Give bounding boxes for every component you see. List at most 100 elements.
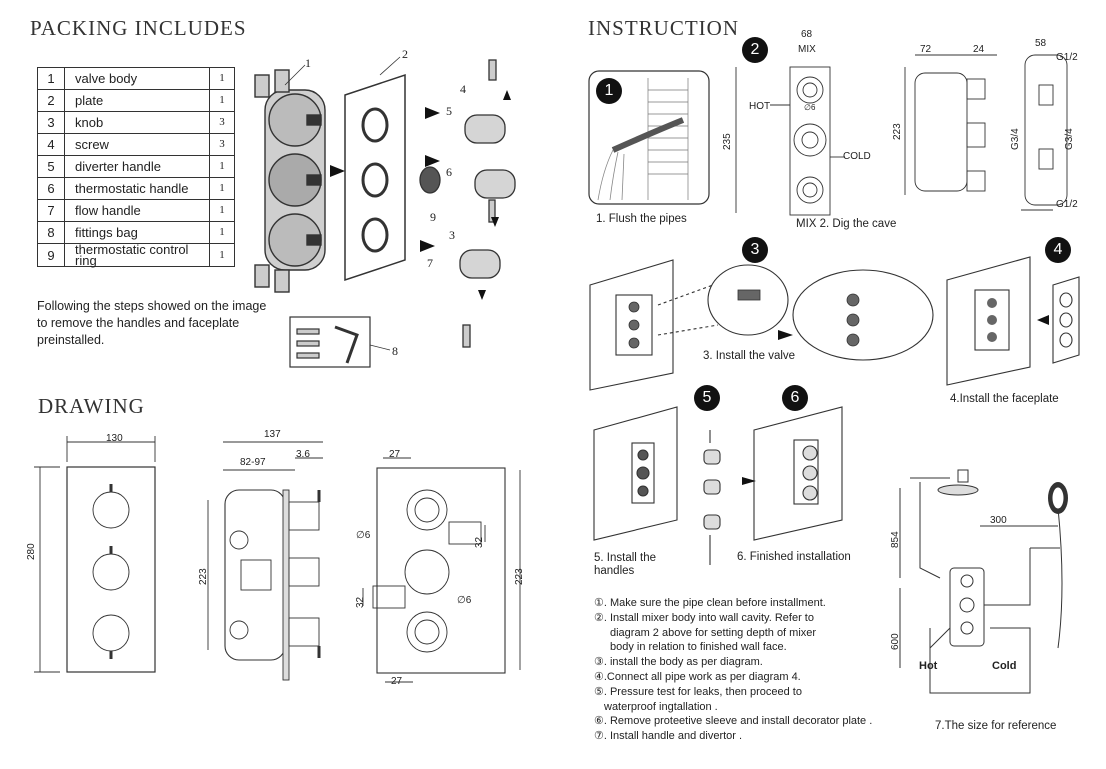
dim-27-bottom: 27 (391, 676, 403, 687)
packing-row-number: 2 (37, 89, 65, 112)
d2-72: 72 (920, 44, 932, 55)
drawing-title: DRAWING (38, 394, 145, 418)
packing-note: Following the steps showed on the image … (37, 299, 267, 347)
dim-137: 137 (264, 429, 281, 440)
front-view-drawing (34, 436, 156, 673)
installation-notes: ①. Make sure the pipe clean before insta… (594, 596, 934, 744)
step3-illustration (589, 259, 934, 391)
packing-row-name: screw (64, 133, 210, 156)
note-5: ③. install the body as per diagram. (594, 656, 763, 669)
reference-label: 7.The size for reference (935, 720, 1057, 732)
step2-badge: 2 (742, 37, 768, 63)
step3-label: 3. Install the valve (703, 350, 796, 362)
dim-phi6-left: ∅6 (356, 530, 371, 541)
packing-row-qty: 1 (209, 67, 235, 90)
step4-label: 4.Install the faceplate (950, 393, 1059, 405)
packing-row-qty: 1 (209, 221, 235, 244)
callout-3: 3 (449, 228, 455, 242)
packing-row-qty: 3 (209, 133, 235, 156)
dim-32-right: 32 (474, 536, 485, 548)
callout-6: 6 (446, 165, 452, 179)
d2-235: 235 (722, 133, 733, 150)
dim-130: 130 (106, 433, 123, 444)
dim-3-6: 3.6 (296, 449, 310, 460)
d2-g34-right: G3/4 (1064, 128, 1075, 150)
d2-24: 24 (973, 44, 985, 55)
dim-280: 280 (26, 543, 37, 560)
step5-badge: 5 (694, 385, 720, 411)
packing-row-number: 4 (37, 133, 65, 156)
step6-label: 6. Finished installation (737, 551, 851, 563)
callout-8: 8 (392, 344, 398, 358)
d2-68: 68 (801, 29, 813, 40)
note-7: ⑤. Pressure test for leaks, then proceed… (594, 685, 802, 698)
packing-row-number: 9 (37, 243, 65, 267)
packing-row-qty: 1 (209, 199, 235, 222)
d2-hot: HOT (749, 101, 771, 112)
ref-600: 600 (890, 633, 901, 650)
step4-badge: 4 (1045, 237, 1071, 263)
step5-illustration (593, 406, 721, 565)
packing-row-number: 3 (37, 111, 65, 134)
instruction-title: INSTRUCTION (588, 16, 739, 40)
packing-row-name: knob (64, 111, 210, 134)
ref-hot: Hot (919, 660, 938, 672)
callout-7: 7 (427, 256, 433, 270)
callout-5: 5 (446, 104, 452, 118)
step3-badge: 3 (742, 237, 768, 263)
dim-223-side: 223 (198, 568, 209, 585)
packing-row-qty: 1 (209, 243, 235, 267)
step1-illustration (588, 70, 710, 205)
step6-illustration (742, 406, 843, 541)
d2-phi: ∅6 (804, 103, 816, 112)
d2-g12-bottom: G1/2 (1056, 199, 1078, 210)
note-8: waterproof ingtallation . (604, 700, 718, 713)
packing-row-name: fittings bag (64, 221, 210, 244)
packing-row-name: plate (64, 89, 210, 112)
note-3: diagram 2 above for setting depth of mix… (610, 626, 817, 639)
dim-82-97: 82-97 (240, 457, 266, 468)
packing-row-name: flow handle (64, 199, 210, 222)
ref-854: 854 (890, 531, 901, 548)
step6-badge: 6 (782, 385, 808, 411)
dim-223-rear: 223 (514, 568, 525, 585)
packing-row-number: 1 (37, 67, 65, 90)
packing-row-name: diverter handle (64, 155, 210, 178)
d2-g34-left: G3/4 (1010, 128, 1021, 150)
ref-300: 300 (990, 515, 1007, 526)
packing-row-qty: 1 (209, 177, 235, 200)
d2-g12-top: G1/2 (1056, 52, 1078, 63)
step1-badge: 1 (596, 78, 622, 104)
callout-9: 9 (430, 210, 436, 224)
d2-223: 223 (892, 123, 903, 140)
packing-row-name: thermostatic control ring (64, 243, 210, 267)
packing-row-name: thermostatic handle (64, 177, 210, 200)
d2-58: 58 (1035, 38, 1047, 49)
packing-row-qty: 3 (209, 111, 235, 134)
callout-2: 2 (402, 47, 408, 61)
step2-diagram (735, 54, 1068, 216)
note-4: body in relation to finished wall face. (610, 641, 787, 654)
step4-illustration (946, 256, 1080, 386)
step5-label: 5. Install the handles (594, 552, 657, 577)
dim-32-left: 32 (355, 596, 366, 608)
exploded-parts-illustration (254, 56, 516, 368)
ref-cold: Cold (992, 660, 1017, 672)
packing-row-number: 8 (37, 221, 65, 244)
rear-view-drawing (362, 457, 521, 683)
packing-row-number: 6 (37, 177, 65, 200)
callout-1: 1 (305, 56, 311, 70)
packing-row-number: 5 (37, 155, 65, 178)
packing-title: PACKING INCLUDES (30, 16, 247, 40)
packing-row-name: valve body (64, 67, 210, 90)
